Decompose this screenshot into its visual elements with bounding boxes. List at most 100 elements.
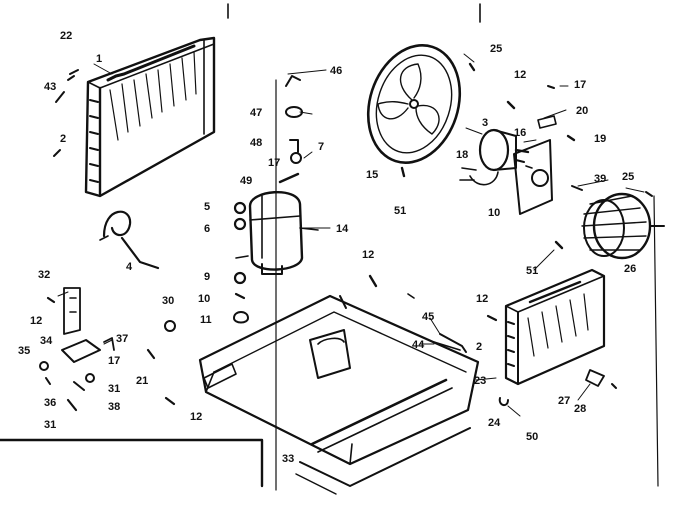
callout-1: 1 [96,53,103,65]
callout-28: 28 [574,403,587,415]
callout-32: 32 [38,269,51,281]
part-30 [164,320,176,332]
part-27 [585,369,605,387]
part-44 [433,341,461,351]
callout-46: 46 [330,65,343,77]
callout-25-top: 25 [490,43,503,55]
screw-12-top [506,100,516,110]
callout-35: 35 [18,345,31,357]
callout-27: 27 [558,395,571,407]
part-11 [233,311,249,324]
fan-blade-15 [366,44,462,164]
part-31 [85,373,95,383]
callout-38: 38 [108,401,121,413]
callout-11: 11 [200,314,212,326]
grommet-5 [233,201,247,215]
part-16 [515,159,525,163]
part-31-lower [66,398,78,412]
callout-12-mid: 12 [362,249,375,261]
bracket-20 [537,115,557,129]
screw-25 [468,62,476,72]
callout-10-right: 10 [488,207,501,219]
screw-43 [55,91,65,103]
callout-44: 44 [412,339,425,351]
screw-12-right [486,314,498,322]
base-rail-33 [299,427,471,487]
callout-4: 4 [126,261,133,273]
callout-16: 16 [514,127,527,139]
callout-2: 2 [60,133,67,145]
callout-37: 37 [116,333,129,345]
evaporator-coil-23 [504,268,606,386]
callout-39: 39 [594,173,607,185]
screw-19 [566,134,576,142]
callout-12-left: 12 [30,315,43,327]
clip-51 [400,166,406,178]
callout-31: 31 [108,383,121,395]
screw-17 [547,85,555,89]
callout-14: 14 [336,223,349,235]
part-37 [103,337,115,351]
callout-9: 9 [204,271,211,283]
part-7 [290,152,302,164]
part-48 [289,139,299,153]
clip-50 [498,397,509,406]
callout-23: 23 [474,375,487,387]
tube-46 [285,75,301,87]
compressor-14 [235,191,319,275]
screw-12-left [46,296,56,304]
callout-19: 19 [594,133,607,145]
callout-51: 51 [394,205,407,217]
callout-12-top: 12 [514,69,527,81]
control-bracket-32 [63,287,81,335]
callout-43: 43 [44,81,57,93]
motor-bracket-10 [513,139,553,215]
part-38 [73,381,85,391]
callout-36: 36 [44,397,57,409]
callout-17-right: 17 [574,79,587,91]
screw-25-right [645,191,653,197]
part-45 [439,333,467,353]
callout-7: 7 [318,141,325,153]
callout-10-left: 10 [198,293,211,305]
callout-51-right: 51 [526,265,539,277]
callout-2-right: 2 [476,341,483,353]
callout-6: 6 [204,223,211,235]
cabinet-edge-right [653,195,659,487]
part-36 [45,377,51,385]
callout-48: 48 [250,137,263,149]
callout-20: 20 [576,105,589,117]
callout-33: 33 [282,453,295,465]
callout-25-right: 25 [622,171,635,183]
clip-51-right [554,240,564,250]
screw-12-bottom [164,396,176,406]
capacitor-bracket [309,329,351,379]
callout-30: 30 [162,295,175,307]
screw-12-mid [368,274,378,288]
callout-34: 34 [40,335,53,347]
clip-22 [67,69,79,81]
callout-26: 26 [624,263,637,275]
callout-3: 3 [482,117,489,129]
grommet-6 [233,217,247,231]
callout-21: 21 [136,375,149,387]
leader-lines [57,53,645,417]
tube-assembly-4 [99,210,160,270]
screw-2 [53,149,61,157]
callout-12-bottom: 12 [190,411,203,423]
callout-22: 22 [60,30,73,42]
part-9 [233,271,247,285]
callout-5: 5 [204,201,211,213]
screw-39 [571,185,583,191]
callout-50: 50 [526,431,539,443]
callout-31-lower: 31 [44,419,57,431]
part-49 [278,172,300,184]
callout-18: 18 [456,149,469,161]
callout-15: 15 [366,169,379,181]
callout-49: 49 [240,175,253,187]
callout-17-left: 17 [108,355,121,367]
base-pan-24 [198,293,480,466]
part-21 [146,348,156,360]
